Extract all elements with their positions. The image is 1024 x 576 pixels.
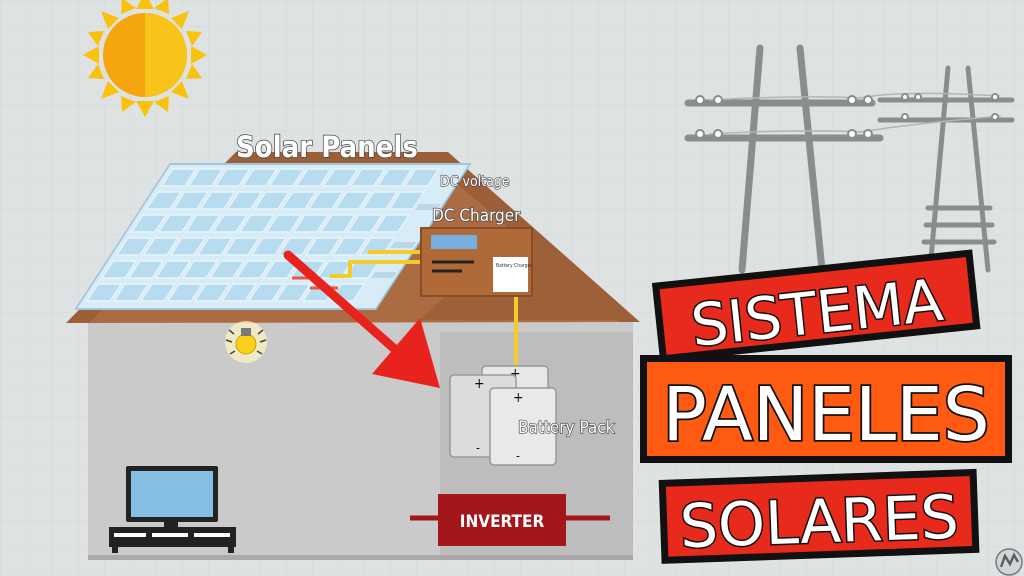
- battery-plus-sign: +: [510, 366, 521, 382]
- component-labels: Solar Panels DC voltage DC Charger Batte…: [235, 129, 615, 438]
- banner-paneles: PANELES: [662, 372, 990, 458]
- charger-display: [431, 235, 477, 249]
- inverter-label: INVERTER: [460, 512, 545, 532]
- inverter: INVERTER: [410, 494, 610, 546]
- battery-charger-label: Battery Charger: [496, 263, 532, 269]
- banner-line-1: SISTEMA: [651, 249, 981, 363]
- lightbulb-icon: [225, 321, 267, 363]
- sun-icon: [83, 0, 207, 117]
- tv-icon: [109, 466, 236, 553]
- arrow-icon: [283, 250, 440, 388]
- solar-panels-label: Solar Panels: [236, 130, 418, 164]
- title-banner: SISTEMA PANELES SOLARES: [640, 249, 1012, 564]
- dc-charger-label: DC Charger: [432, 206, 521, 226]
- banner-solares: SOLARES: [679, 483, 960, 563]
- banner-line-2: PANELES: [640, 355, 1012, 463]
- battery-cell: + -: [489, 387, 557, 466]
- logo-watermark-icon: [995, 548, 1023, 576]
- battery-plus-sign: +: [513, 390, 524, 406]
- dc-wiring: [330, 250, 518, 370]
- battery-plus-sign: +: [474, 376, 485, 392]
- power-pylon-icon: [684, 44, 1015, 274]
- battery-pack: + + - + -: [449, 365, 557, 466]
- solar-panel-array: [74, 163, 472, 310]
- dc-voltage-label: DC voltage: [440, 174, 510, 190]
- battery-minus-sign: -: [476, 441, 480, 455]
- dc-charger: Battery Charger: [420, 227, 533, 297]
- battery-minus-sign: -: [516, 449, 520, 463]
- banner-line-3: SOLARES: [658, 468, 980, 564]
- battery-pack-label: Battery Pack: [518, 418, 615, 438]
- charger-label-plate: [493, 257, 528, 292]
